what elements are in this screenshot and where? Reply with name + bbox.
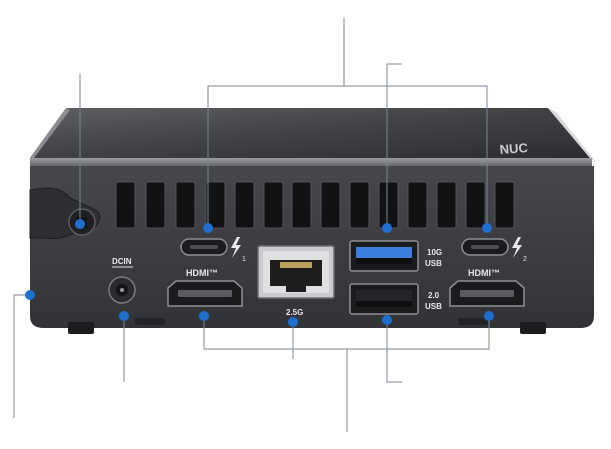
callout-dot-thunderbolt-right [482, 223, 492, 233]
callout-dot-usb-10g [382, 223, 392, 233]
chassis-foot-left [68, 322, 94, 334]
chassis-lip [30, 158, 592, 168]
vent-slot [291, 181, 312, 229]
usb-c-port-right [461, 238, 509, 256]
usb-a-10g-port [349, 240, 419, 272]
hdmi-port-right [449, 280, 525, 307]
hdmi-label-left: HDMI™ [186, 268, 218, 278]
callout-dot-thunderbolt-left [203, 223, 213, 233]
vent-slot [205, 181, 226, 229]
usb-10g-type-label: USB [425, 259, 442, 268]
chassis-top [30, 108, 590, 158]
vent-slot [263, 181, 284, 229]
brand-logo: NUC [499, 140, 529, 157]
thunderbolt-number-right: 2 [523, 256, 527, 263]
callout-dot-usb-2 [382, 315, 392, 325]
vent-slot [115, 181, 136, 229]
usb-a-2-port [349, 283, 419, 315]
callout-dot-hdmi-right [484, 311, 494, 321]
lan-speed-label: 2.5G [286, 308, 303, 317]
usb-2-speed-label: 2.0 [428, 291, 440, 300]
callout-dot-side-left [25, 290, 35, 300]
callout-line-usb-2 [386, 320, 402, 383]
vent-slot [465, 181, 486, 229]
vent-slot [145, 181, 166, 229]
callout-dot-hdmi-left [199, 311, 209, 321]
thunderbolt-icon-right [512, 237, 522, 258]
callout-line-side-left [13, 294, 30, 418]
callout-dot-security-lock [75, 219, 85, 229]
chassis-foot-mid-right [458, 318, 488, 325]
usb-10g-speed-label: 10G [427, 248, 442, 257]
callout-lines [13, 18, 490, 432]
hdmi-port-left [167, 280, 243, 307]
dc-in-port [108, 276, 136, 304]
vent-slot [349, 181, 370, 229]
hdmi-label-right: HDMI™ [468, 268, 500, 278]
callout-line-usb-10g [386, 63, 402, 228]
vent-slot [494, 181, 515, 229]
thunderbolt-number-left: 1 [242, 256, 246, 263]
chassis-foot-mid-left [135, 318, 165, 325]
usb-c-port-left [180, 238, 228, 256]
vent-slot [378, 181, 399, 229]
vent-slot [436, 181, 457, 229]
vent-slot [320, 181, 341, 229]
vent-slot [407, 181, 428, 229]
vent-slot [175, 181, 196, 229]
callout-line-thunderbolt [207, 85, 488, 228]
thunderbolt-icon-left [231, 237, 241, 258]
callout-dots [25, 219, 494, 327]
vent-slot [234, 181, 255, 229]
chassis-top-edge-left [30, 108, 70, 158]
dcin-label: DCIN [112, 257, 132, 266]
vent-grille [115, 181, 515, 229]
usb-2-type-label: USB [425, 302, 442, 311]
ethernet-port [257, 245, 335, 299]
chassis-top-edge-right [548, 108, 596, 162]
callout-dot-dcin [119, 311, 129, 321]
chassis-foot-right [520, 322, 546, 334]
callout-dot-lan [288, 317, 298, 327]
